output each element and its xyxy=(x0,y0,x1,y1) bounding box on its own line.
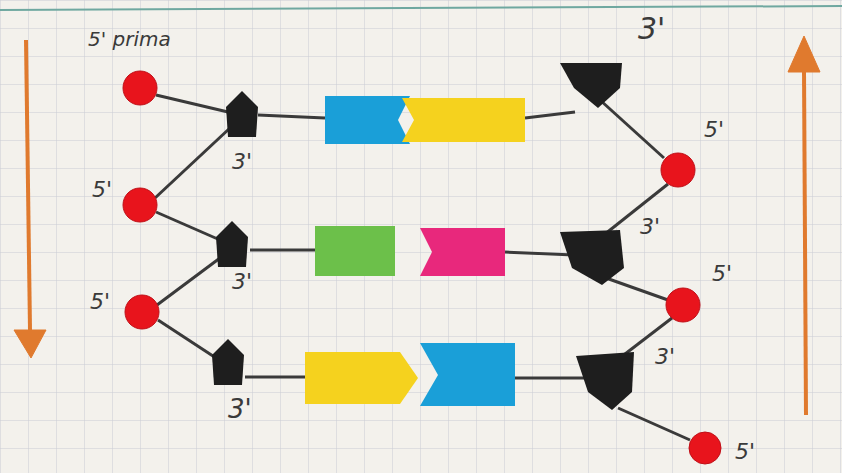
margin-line xyxy=(0,6,842,10)
strand-end-label: 3' xyxy=(228,395,252,424)
strand-end-label: 3' xyxy=(232,270,252,294)
strand-end-label: 5' xyxy=(92,178,112,202)
base-pairs xyxy=(305,96,525,406)
strand-end-label: 5' prima xyxy=(88,28,171,50)
backbone-lines xyxy=(155,95,690,440)
sugar-pentagons xyxy=(212,63,634,410)
strand-end-label: 5' xyxy=(735,440,755,464)
strand-end-label: 3' xyxy=(655,345,675,369)
strand-end-label: 5' xyxy=(90,290,110,314)
direction-arrows xyxy=(14,36,820,415)
strand-end-label: 5' xyxy=(704,118,724,142)
strand-end-label: 3' xyxy=(638,12,665,45)
strand-end-label: 5' xyxy=(712,262,732,286)
strand-end-label: 3' xyxy=(232,150,252,174)
phosphate-circles xyxy=(123,71,721,464)
strand-end-label: 3' xyxy=(640,215,660,239)
